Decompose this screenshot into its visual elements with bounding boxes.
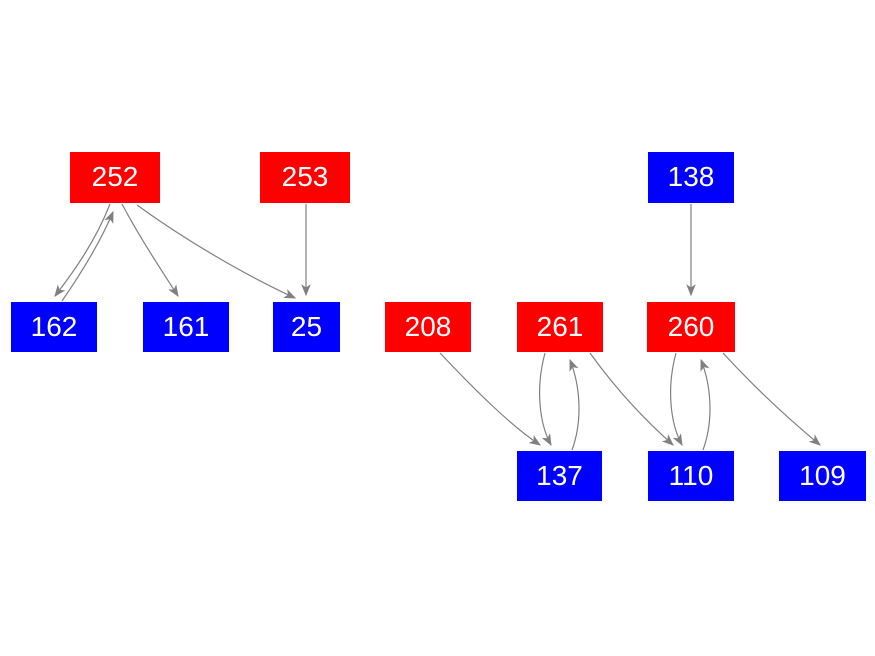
graph-node-label: 25 xyxy=(290,310,323,342)
graph-node-label: 161 xyxy=(162,310,210,342)
graph-node-208[interactable]: 208 xyxy=(385,302,471,352)
graph-node-label: 162 xyxy=(30,310,78,342)
graph-node-137[interactable]: 137 xyxy=(517,451,602,501)
graph-node-260[interactable]: 260 xyxy=(647,302,735,352)
graph-node-label: 137 xyxy=(536,459,583,491)
graph-node-25[interactable]: 25 xyxy=(273,302,340,352)
graph-node-label: 208 xyxy=(404,310,452,342)
graph-node-label: 252 xyxy=(91,161,139,192)
graph-node-162[interactable]: 162 xyxy=(11,302,97,352)
graph-node-label: 261 xyxy=(536,310,584,342)
graph-node-label: 260 xyxy=(667,310,715,342)
graph-node-261[interactable]: 261 xyxy=(517,302,603,352)
graph-node-label: 138 xyxy=(667,161,715,192)
graph-node-label: 253 xyxy=(281,161,329,192)
graph-node-109[interactable]: 109 xyxy=(779,451,866,501)
graph-node-253[interactable]: 253 xyxy=(260,152,350,203)
graph-node-110[interactable]: 110 xyxy=(648,451,734,501)
graph-node-161[interactable]: 161 xyxy=(143,302,229,352)
graph-node-252[interactable]: 252 xyxy=(70,152,160,203)
graph-node-138[interactable]: 138 xyxy=(648,152,734,203)
graph-node-label: 110 xyxy=(668,459,714,491)
graph-node-label: 109 xyxy=(799,459,846,491)
